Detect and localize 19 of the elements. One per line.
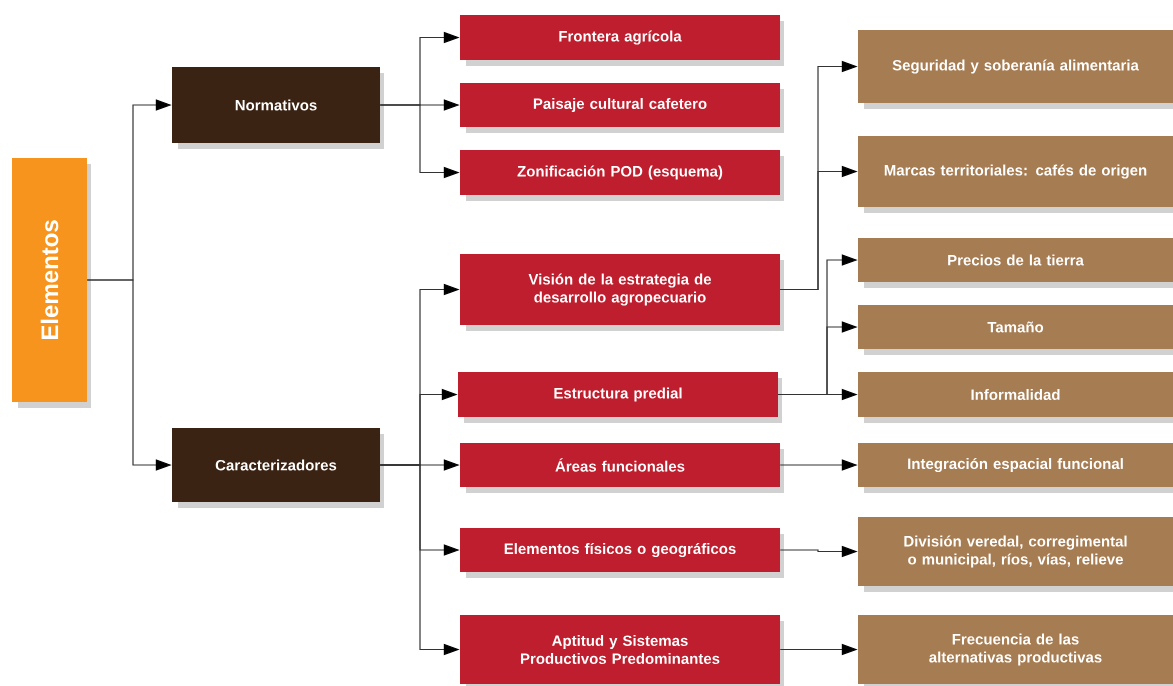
element-box: Zonificación POD (esquema): [460, 150, 784, 201]
element-box: Frontera agrícola: [460, 15, 784, 66]
element-box: Aptitud y Sistemas Productivos Predominantes: [460, 615, 784, 686]
detail-box: Integración espacial funcional: [858, 443, 1173, 493]
element-box: Estructura predial: [458, 372, 782, 423]
element-box: Paisaje cultural cafetero: [460, 83, 784, 133]
element-box: Visión de la estrategia de desarrollo agropecuario: [460, 254, 784, 331]
detail-box: División veredal, corregimental o municipal, ríos, vías, relieve: [858, 517, 1173, 592]
group-box: Normativos: [172, 67, 384, 149]
detail-box: Marcas territoriales: cafés de origen: [858, 136, 1173, 213]
element-box: Áreas funcionales: [460, 443, 784, 493]
detail-box: Seguridad y soberanía alimentaria: [858, 30, 1173, 109]
detail-box: Frecuencia de las alternativas productivas: [858, 615, 1173, 686]
category-box: Elementos: [12, 158, 91, 408]
detail-box: Precios de la tierra: [858, 238, 1173, 288]
detail-box: Informalidad: [858, 372, 1173, 423]
detail-box: Tamaño: [858, 305, 1173, 355]
group-box: Caracterizadores: [172, 428, 384, 508]
element-box: Elementos físicos o geográficos: [460, 528, 784, 578]
